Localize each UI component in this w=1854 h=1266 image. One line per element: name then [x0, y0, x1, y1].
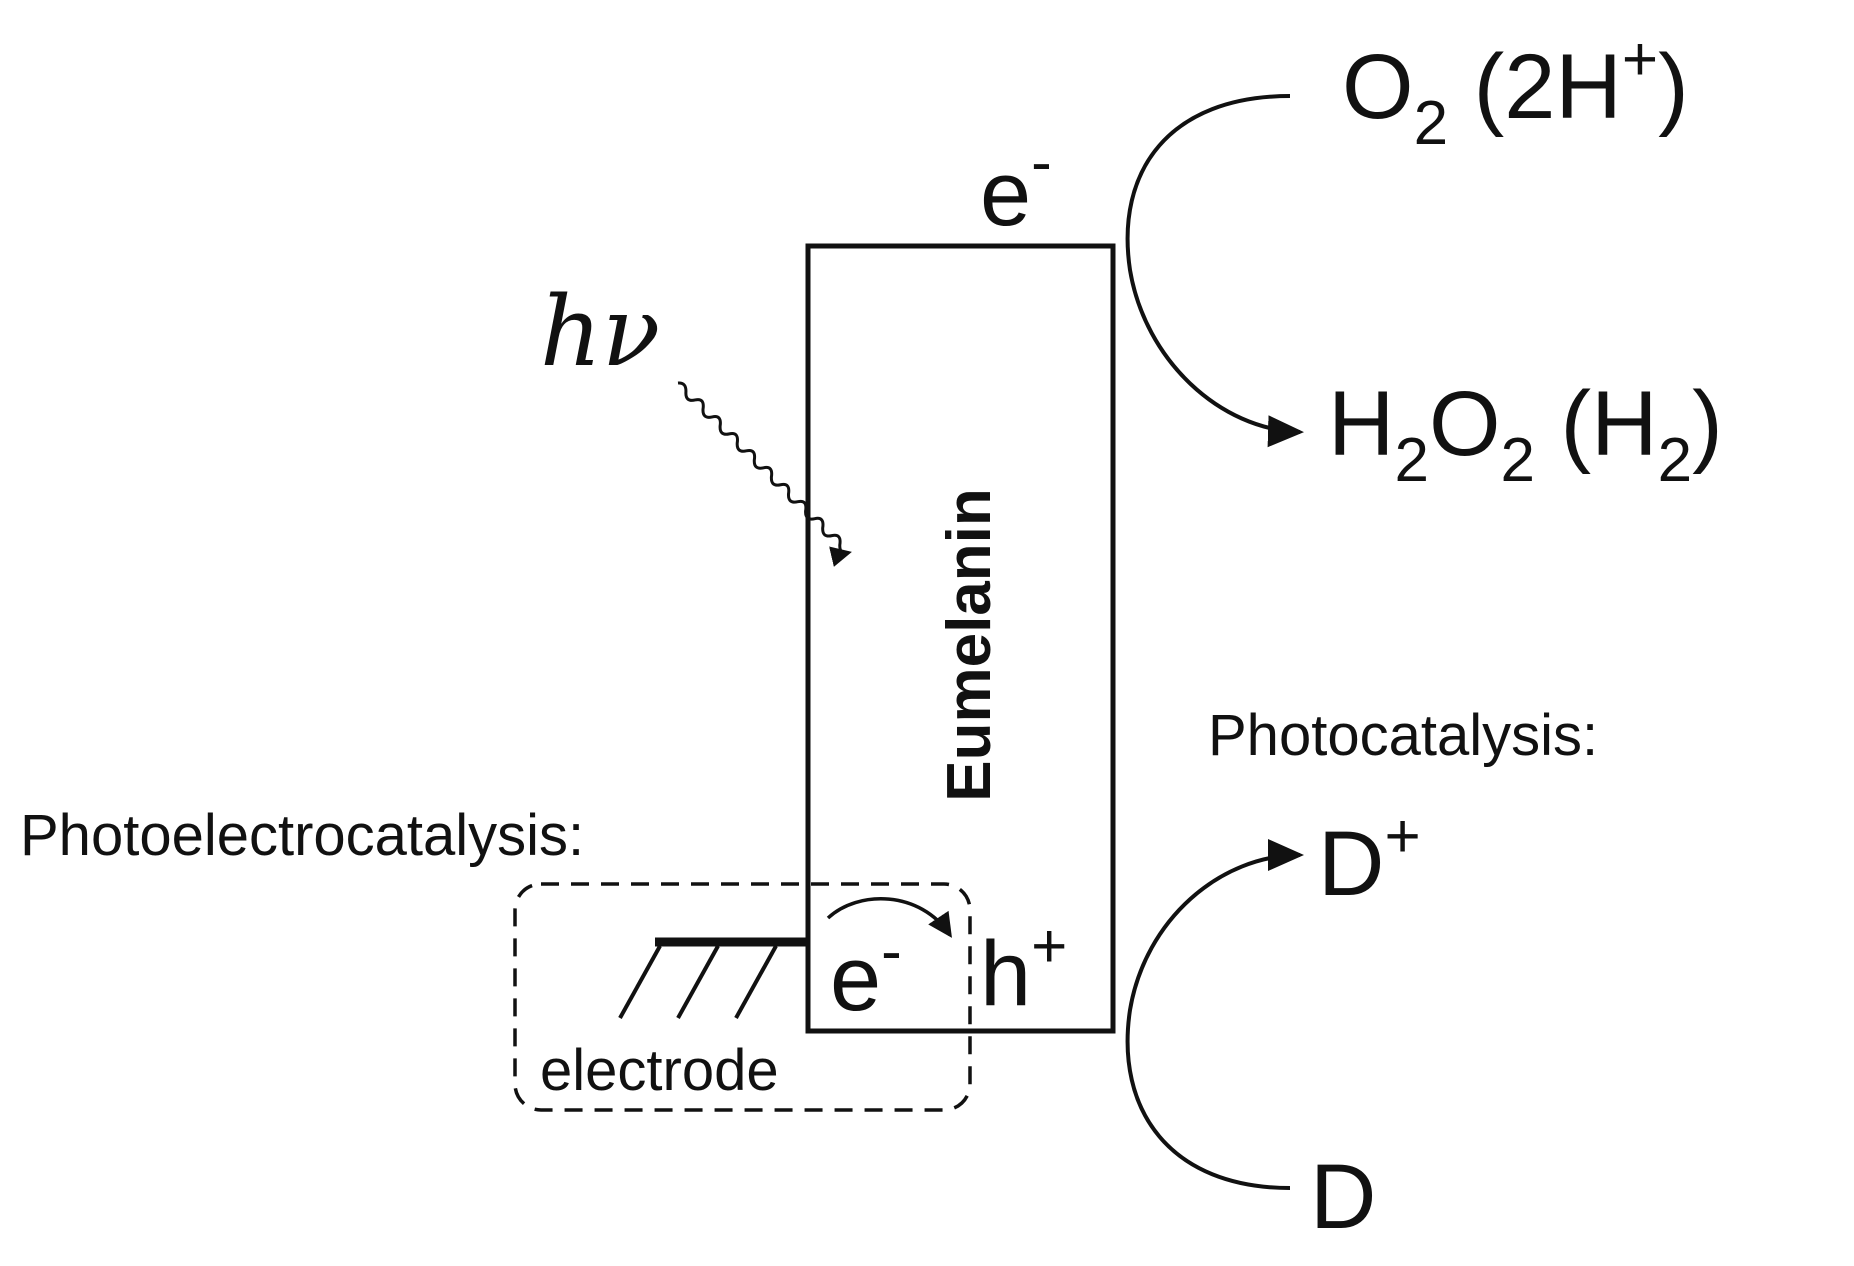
light-wavy-arrow [677, 381, 852, 567]
electron-top-label: e- [980, 128, 1052, 245]
photocatalysis-label: Photocatalysis: [1208, 703, 1598, 768]
eumelanin-box [805, 243, 1116, 1034]
eumelanin-label: Eumelanin [935, 488, 1004, 802]
electron-bottom-label: e- [830, 917, 902, 1030]
electrode-label: electrode [540, 1038, 779, 1103]
oxidation-arrow [1125, 839, 1304, 1190]
peroxide-product-label: H2O2 (H2) [1328, 373, 1723, 495]
donor-oxidized-label: D+ [1318, 802, 1421, 915]
electrode-hatch [618, 945, 778, 1019]
hole-label: h+ [980, 912, 1067, 1025]
photoelectrocatalysis-label: Photoelectrocatalysis: [20, 803, 584, 868]
electron-transfer-arc [826, 897, 952, 938]
light-hv-label: hν [540, 276, 660, 388]
donor-label: D [1310, 1146, 1376, 1248]
oxygen-reactant-label: O2 (2H+) [1342, 25, 1689, 158]
reduction-arrow [1125, 94, 1304, 448]
